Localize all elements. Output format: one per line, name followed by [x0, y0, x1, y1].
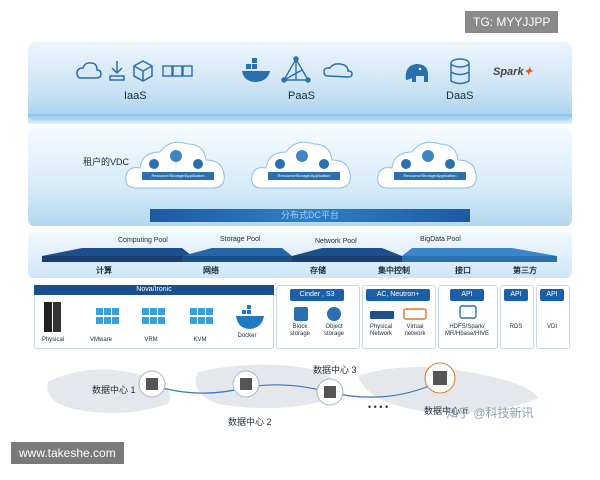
pool-bigdata-label: BigData Pool	[420, 236, 461, 243]
vmware-cubes-icon	[96, 308, 119, 324]
bigdata-item-hdfs: HDFS/Spark/ MR/Hbase/HIVE	[444, 324, 489, 337]
physical-network-icon	[370, 311, 394, 319]
network-item-virtual: Virtual network	[404, 324, 426, 337]
physical-server-icon	[44, 302, 61, 332]
datacenter-n-icon	[424, 362, 456, 394]
pool-computing-label: Computing Pool	[118, 237, 168, 244]
cinder-s3-title: Cinder , S3	[290, 289, 344, 301]
pool-storage-label: Storage Pool	[220, 236, 261, 243]
datacenter-3-label: 数据中心 3	[313, 365, 357, 375]
vdc-cloud-2: Resource/Storage/Application	[248, 132, 358, 202]
datacenter-n-label: 数据中心 n	[424, 406, 468, 416]
category-storage: 存储	[310, 266, 326, 275]
vdc-cloud-caption-2: Resource/Storage/Application	[277, 173, 331, 178]
zhihu-watermark: 知乎 @科技新讯	[446, 406, 534, 420]
category-third-party: 第三方	[513, 266, 537, 275]
iaas-icons	[75, 58, 195, 84]
storage-item-object: Object storage	[323, 324, 344, 337]
datacenter-2-icon	[232, 370, 260, 398]
url-label: www.takeshe.com	[11, 442, 124, 464]
rds-item: RDS	[509, 324, 523, 330]
database-icon	[450, 58, 470, 85]
bigdata-icon	[458, 304, 478, 320]
object-storage-icon	[327, 307, 341, 321]
rds-api-title: API	[504, 289, 528, 301]
vdc-cloud-caption-1: Resource/Storage/Application	[151, 173, 205, 178]
vdc-cloud-3: Resource/Storage/Application	[374, 132, 484, 202]
download-icon	[109, 61, 125, 81]
server-rack-icon	[162, 65, 193, 77]
nova-icons	[38, 300, 268, 336]
category-central-control: 集中控制	[378, 266, 410, 275]
nova-item-physical: Physical	[41, 337, 65, 343]
storage-icons	[284, 305, 354, 323]
storage-item-block: Block storage	[289, 324, 310, 337]
ac-neutron-title: AC, Neutron+	[366, 289, 430, 301]
pool-slabs	[42, 246, 557, 268]
vrm-cubes-icon	[142, 308, 165, 324]
docker-icon	[236, 305, 264, 329]
nova-item-docker: Docker	[237, 333, 257, 339]
iaas-label: IaaS	[124, 90, 147, 102]
service-layer-edge	[28, 114, 572, 124]
service-layer	[28, 42, 572, 120]
ellipsis-dots: • • • •	[368, 402, 389, 412]
nova-item-vmware: VMware	[89, 337, 112, 343]
nova-item-vrm: VRM	[144, 337, 158, 343]
paas-label: PaaS	[288, 90, 315, 102]
vdi-item: VDI	[546, 324, 557, 330]
datacenter-2-label: 数据中心 2	[228, 417, 272, 427]
network-item-physical: Physical Network	[369, 324, 393, 337]
network-icons	[366, 305, 432, 323]
category-interface: 接口	[455, 266, 471, 275]
network-triangle-icon	[281, 56, 311, 83]
category-compute: 计算	[96, 266, 112, 275]
datacenter-3-icon	[316, 378, 344, 406]
datacenter-1-icon	[138, 370, 166, 398]
docker-whale-icon	[242, 58, 270, 82]
daas-icons	[402, 56, 482, 88]
tenant-vdc-label: 租户的VDC	[83, 157, 130, 167]
datacenter-1-label: 数据中心 1	[92, 385, 136, 395]
kvm-cubes-icon	[190, 308, 213, 324]
vdc-cloud-1: Resource/Storage/Application	[122, 132, 232, 202]
daas-label: DaaS	[446, 90, 474, 102]
distributed-dc-platform-bar: 分布式DC平台	[150, 209, 470, 222]
cloud-icon	[76, 62, 102, 79]
pool-network-label: Network Pool	[315, 238, 357, 245]
vdc-cloud-caption-3: Resource/Storage/Application	[403, 173, 457, 178]
elephant-icon	[405, 64, 428, 82]
nova-item-kvm: KVM	[193, 337, 207, 343]
paas-icons	[240, 56, 360, 86]
spark-logo: Spark✦	[493, 66, 533, 78]
category-network: 网络	[203, 266, 219, 275]
spark-label: Spark	[493, 66, 524, 78]
cube-icon	[133, 60, 153, 82]
bigdata-api-title: API	[450, 289, 484, 301]
block-storage-icon	[294, 307, 308, 321]
nova-ironic-title: Nova/Ironic	[34, 285, 274, 295]
virtual-network-icon	[403, 308, 427, 320]
vdi-api-title: API	[540, 289, 564, 301]
watermark-tag: TG: MYYJJPP	[465, 11, 559, 33]
cloud-wave-icon	[323, 63, 353, 78]
